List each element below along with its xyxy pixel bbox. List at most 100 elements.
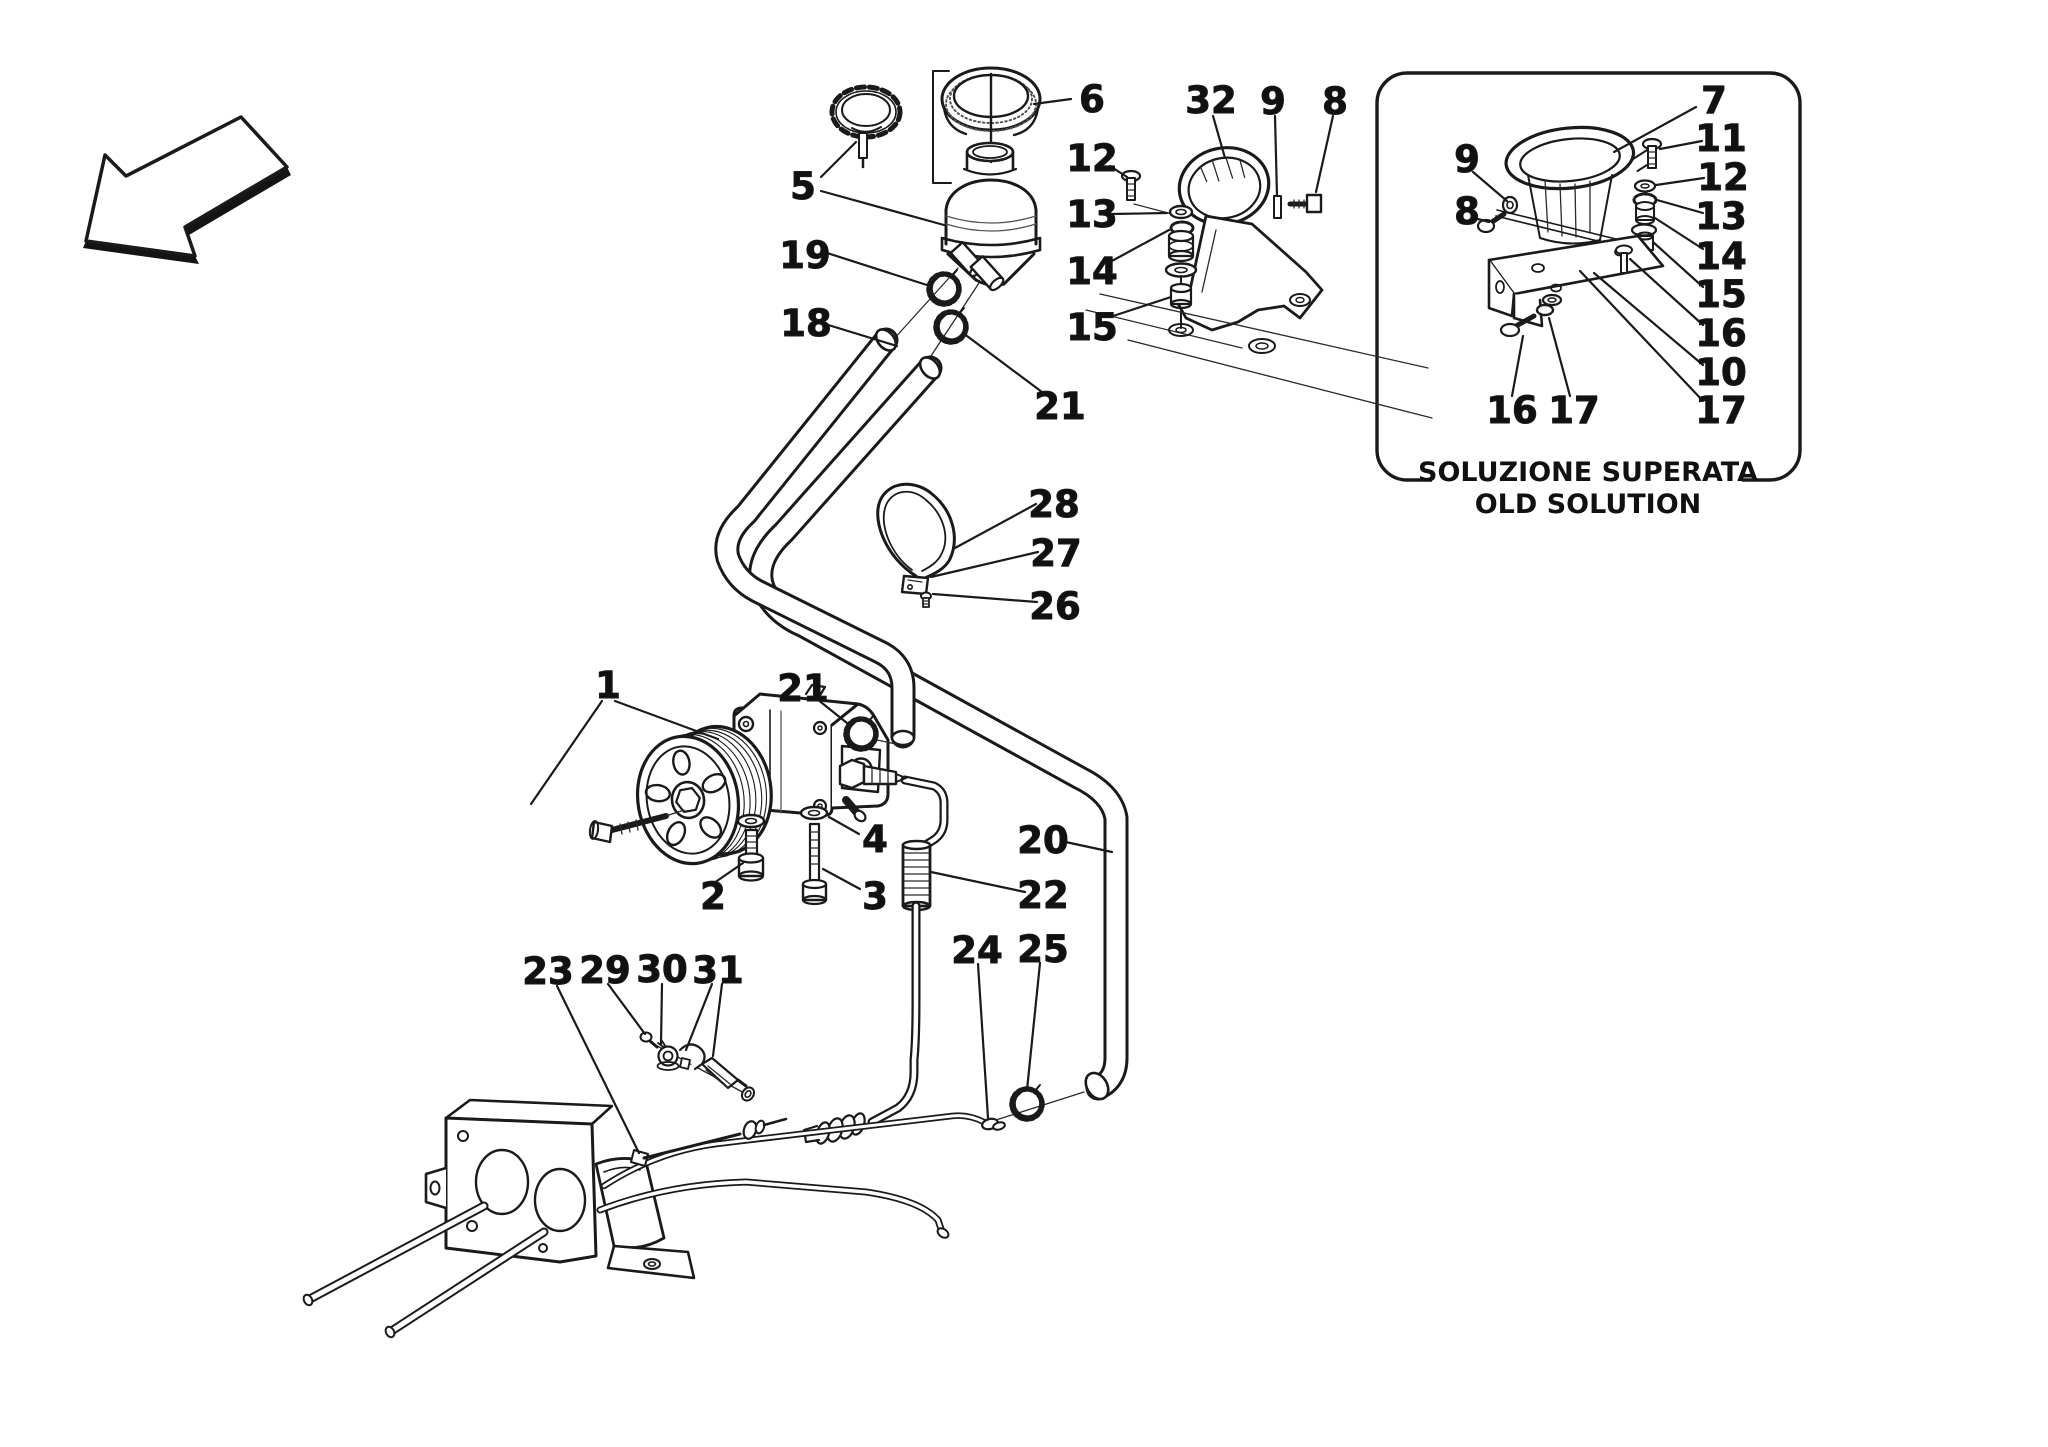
leader-line-2 <box>712 861 745 885</box>
leader-line-1 <box>613 699 720 741</box>
leader-line-23 <box>555 984 641 1155</box>
hose-return-18 <box>714 327 916 749</box>
leader-line-3 <box>821 867 862 891</box>
reservoir-nozzle-right <box>969 255 1005 292</box>
leader-line-31 <box>711 982 724 1058</box>
inset-clamp-ring-7 <box>1504 125 1654 191</box>
callout-14: 14 <box>1066 250 1118 293</box>
inset-washer-17-lower <box>1535 303 1555 317</box>
screw-12 <box>1120 169 1173 215</box>
leader-line-21 <box>965 334 1048 397</box>
inset-bracket-10 <box>1487 234 1665 328</box>
callout-27: 27 <box>1030 532 1082 575</box>
callout-32: 32 <box>1185 79 1237 122</box>
leader-line-7 <box>1612 105 1698 154</box>
reservoir-assembly <box>829 66 1042 363</box>
callout-20: 20 <box>1017 819 1069 862</box>
callout-21: 21 <box>1034 385 1086 428</box>
leader-line-21 <box>815 697 849 725</box>
callout-1: 1 <box>595 664 621 707</box>
callout-17: 17 <box>1548 389 1600 432</box>
callout-9: 9 <box>1260 80 1286 123</box>
foam-ring <box>940 66 1042 164</box>
inset-bolt-8 <box>1476 211 1507 234</box>
callout-7: 7 <box>1701 79 1727 122</box>
cable-clamp-parts <box>639 1031 756 1102</box>
leader-line-25 <box>1025 961 1042 1092</box>
inset-pivot-pin <box>1495 195 1621 247</box>
leader-line-16 <box>1628 257 1705 327</box>
leader-line-10 <box>1592 271 1705 367</box>
direction-arrow <box>83 115 291 264</box>
inset-screw-16 <box>1615 244 1633 274</box>
inset-bolt-16-lower <box>1499 313 1537 338</box>
lower-pipe <box>596 1178 950 1239</box>
leader-line-19 <box>822 250 932 288</box>
callout-2: 2 <box>700 875 726 918</box>
speedo-cable <box>642 1117 788 1160</box>
inset-bolt-11 <box>1641 137 1663 169</box>
callout-29: 29 <box>579 949 631 992</box>
callout-30: 30 <box>636 948 688 991</box>
callout-23: 23 <box>522 950 574 993</box>
leader-line-13 <box>1655 198 1705 215</box>
rack-rods <box>302 1201 549 1339</box>
callout-8: 8 <box>1454 190 1480 233</box>
leader-line-28 <box>953 502 1038 550</box>
leader-line-4 <box>827 815 861 836</box>
washer-4 <box>799 805 829 821</box>
cap-leader-bracket <box>932 70 952 184</box>
callout-4: 4 <box>862 818 888 861</box>
reservoir-body <box>940 141 1042 287</box>
pump-assembly <box>588 683 907 906</box>
callout-15: 15 <box>1695 273 1747 316</box>
callout-15: 15 <box>1066 306 1118 349</box>
leader-line-15 <box>1108 295 1173 319</box>
leader-line-29 <box>606 982 647 1036</box>
callout-8: 8 <box>1322 80 1348 123</box>
leader-line-17 <box>1578 269 1705 403</box>
leader-line-1 <box>529 699 604 806</box>
leader-line-12 <box>1108 164 1129 179</box>
inset-caption-english: OLD SOLUTION <box>1475 489 1702 520</box>
bolt-3 <box>801 822 828 906</box>
rubber-mount-stack <box>1164 204 1198 329</box>
callout-22: 22 <box>1017 874 1069 917</box>
callout-13: 13 <box>1695 195 1747 238</box>
chassis-panel <box>1085 293 1433 419</box>
callout-12: 12 <box>1066 137 1118 180</box>
leader-line-8 <box>1314 114 1335 194</box>
leader-line-18 <box>823 322 899 348</box>
reservoir-cap <box>829 84 903 169</box>
leader-line-15 <box>1651 240 1705 289</box>
callout-6: 6 <box>1079 78 1105 121</box>
callout-26: 26 <box>1029 585 1081 628</box>
pipe-clip-23 <box>630 1149 649 1167</box>
leader-line-30 <box>659 982 664 1046</box>
leader-line-24 <box>976 962 990 1120</box>
callout-24: 24 <box>951 929 1003 972</box>
hose-clamp-19 <box>929 270 959 304</box>
rigid-pipe-24 <box>600 1112 1006 1190</box>
rack-housing <box>302 1031 1006 1339</box>
leader-line-12 <box>1654 176 1706 187</box>
leader-line-9 <box>1273 114 1279 198</box>
callout-17: 17 <box>1695 389 1747 432</box>
callout-11: 11 <box>1695 117 1747 160</box>
callout-12: 12 <box>1697 156 1749 199</box>
leader-line-14 <box>1653 216 1705 251</box>
leader-line-8 <box>1472 216 1491 224</box>
callout-31: 31 <box>692 949 744 992</box>
leader-line-22 <box>929 870 1027 894</box>
callout-9: 9 <box>1454 138 1480 181</box>
callout-19: 19 <box>779 234 831 277</box>
callout-10: 10 <box>1695 351 1747 394</box>
callout-18: 18 <box>780 302 832 345</box>
leader-line-13 <box>1110 211 1169 216</box>
inset-washer-17 <box>1541 293 1563 307</box>
inset-caption-italian: SOLUZIONE SUPERATA <box>1418 457 1758 488</box>
leader-line-16 <box>1510 334 1525 398</box>
inset-box <box>1375 71 1802 496</box>
